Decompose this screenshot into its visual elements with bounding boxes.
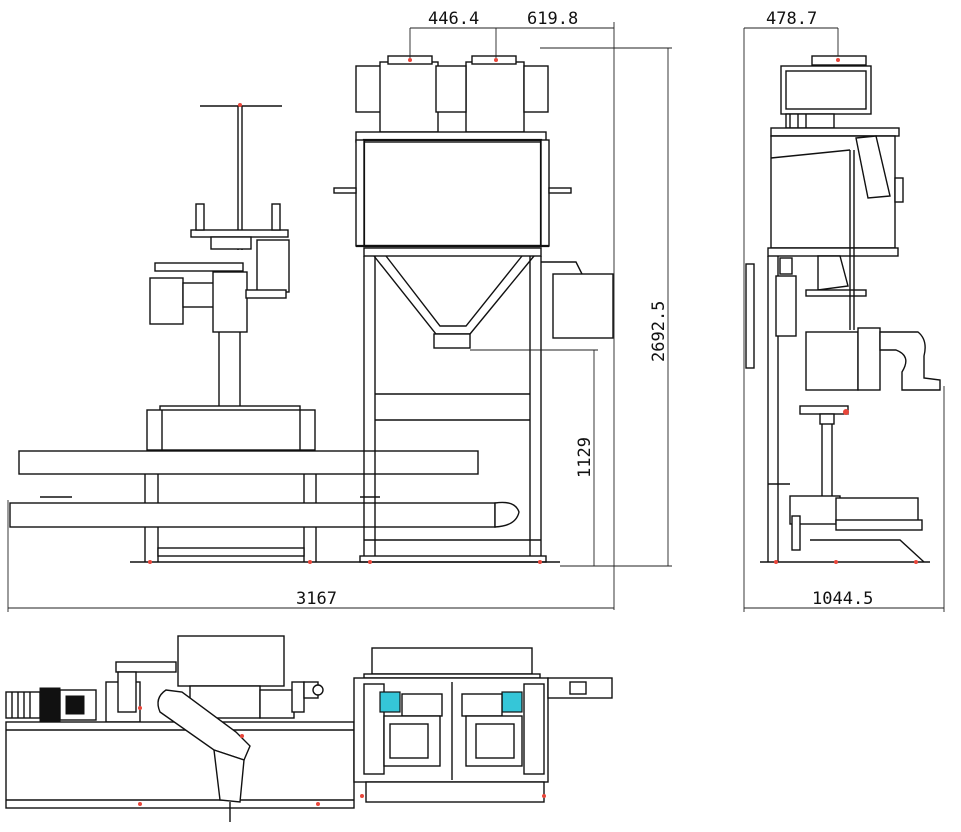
top-view (5, 635, 613, 822)
dim-446-4: 446.4 (428, 9, 479, 29)
dim-619-8: 619.8 (527, 9, 578, 29)
conveyor (9, 450, 520, 528)
dim-3167: 3167 (296, 589, 337, 609)
hopper-machine (333, 55, 614, 563)
bag-clamp-stand (149, 105, 301, 413)
dim-1129: 1129 (575, 437, 595, 478)
front-dimensions: 446.4 619.8 3167 2692.5 1129 (7, 9, 672, 612)
front-view: 446.4 619.8 3167 2692.5 1129 (7, 9, 672, 612)
side-view: 478.7 1044.5 (743, 9, 945, 612)
dim-478-7: 478.7 (766, 9, 817, 29)
dim-1044-5: 1044.5 (812, 589, 873, 609)
dim-2692-5: 2692.5 (649, 301, 669, 362)
sewing-frame (144, 409, 317, 562)
